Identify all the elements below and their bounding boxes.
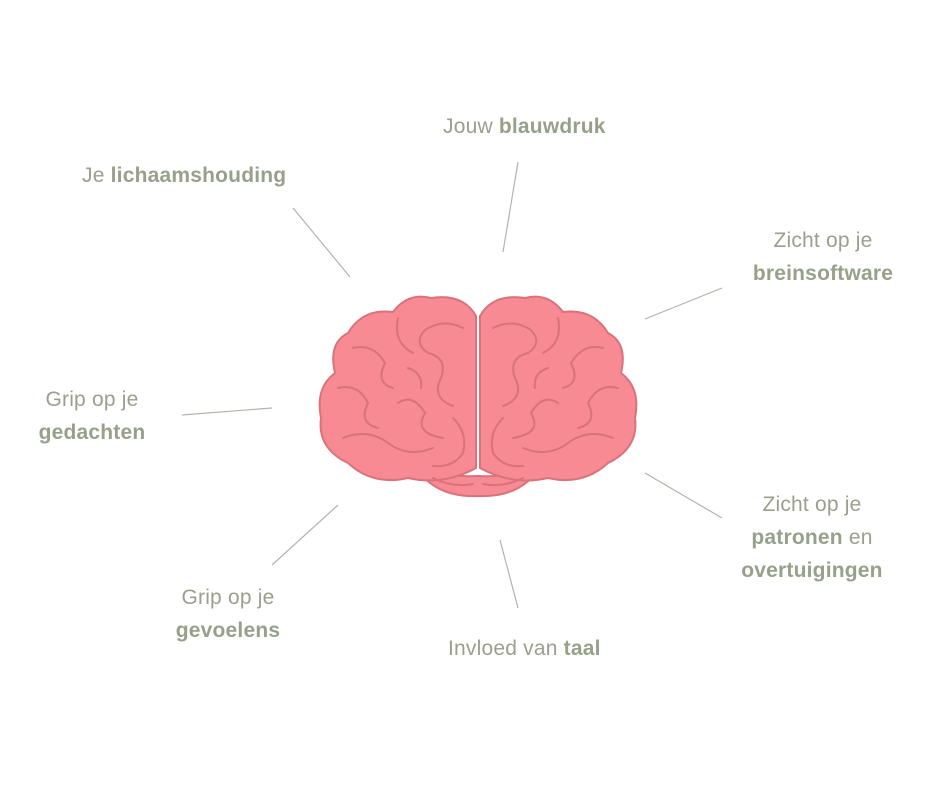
label-breinsoftware-line1: Zicht op je [773, 229, 873, 252]
connector-patronen [644, 472, 723, 519]
label-gevoelens-line1: Grip op je [181, 586, 275, 609]
label-patronen-bold2: overtuigingen [741, 559, 883, 582]
label-taal: Invloed van taal [448, 632, 601, 665]
label-gedachten-bold: gedachten [38, 421, 146, 444]
connector-breinsoftware [644, 287, 723, 320]
connector-lichaamshouding [292, 207, 351, 278]
label-breinsoftware: Zicht op je breinsoftware [738, 224, 908, 290]
label-gevoelens-bold: gevoelens [175, 619, 281, 642]
connector-blauwdruk [502, 161, 519, 253]
label-gedachten: Grip op je gedachten [22, 383, 162, 449]
label-taal-pre: Invloed van [448, 637, 564, 660]
label-patronen: Zicht op je patronen en overtuigingen [727, 488, 897, 587]
label-blauwdruk-pre: Jouw [443, 115, 499, 138]
label-gedachten-line1: Grip op je [45, 388, 139, 411]
label-lichaamshouding-bold: lichaamshouding [110, 164, 287, 187]
label-gevoelens: Grip op je gevoelens [158, 581, 298, 647]
label-taal-bold: taal [563, 637, 601, 660]
label-lichaamshouding-pre: Je [82, 164, 111, 187]
label-patronen-bold1: patronen [751, 526, 843, 549]
connector-gevoelens [271, 504, 339, 566]
label-patronen-line1: Zicht op je [762, 493, 862, 516]
connector-gedachten [181, 407, 273, 416]
label-breinsoftware-bold: breinsoftware [752, 262, 894, 285]
label-blauwdruk-bold: blauwdruk [498, 115, 606, 138]
brain-icon [318, 295, 638, 498]
label-lichaamshouding: Je lichaamshouding [82, 159, 286, 192]
label-patronen-mid: en [842, 526, 873, 549]
label-blauwdruk: Jouw blauwdruk [443, 110, 606, 143]
connector-taal [499, 539, 519, 609]
